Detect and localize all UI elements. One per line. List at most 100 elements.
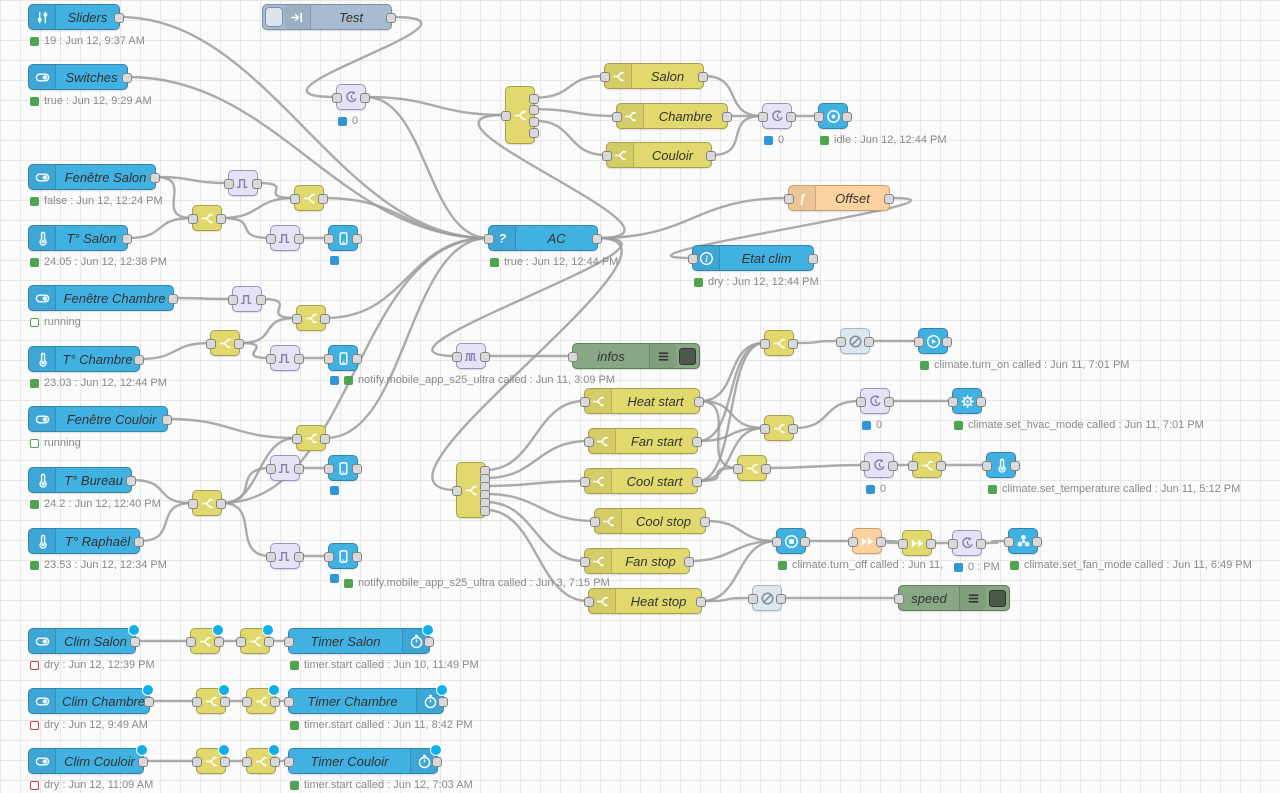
wire-swt1-to-couloir[interactable]	[533, 119, 608, 157]
input-port[interactable]	[266, 552, 276, 562]
wire-sw5-to-ac[interactable]	[324, 236, 490, 440]
node-setfan[interactable]	[1004, 528, 1042, 554]
node-t-salon[interactable]: T° Salon	[28, 225, 132, 251]
node-swb2[interactable]	[236, 624, 274, 654]
output-port[interactable]	[529, 105, 539, 116]
output-port[interactable]	[134, 537, 144, 547]
output-port[interactable]	[168, 294, 178, 304]
output-port[interactable]	[1032, 537, 1042, 547]
wire-fstop-to-turnoff[interactable]	[688, 539, 778, 563]
input-port[interactable]	[188, 499, 198, 509]
node-filt2[interactable]	[748, 585, 786, 611]
node-sw2[interactable]	[290, 185, 328, 211]
node-sw8[interactable]	[760, 415, 798, 441]
input-port[interactable]	[914, 337, 924, 347]
input-port[interactable]	[452, 486, 462, 496]
input-port[interactable]	[580, 477, 590, 487]
node-t-bureau[interactable]: T° Bureau	[28, 467, 136, 493]
node-settemp[interactable]	[982, 452, 1020, 478]
node-sw10[interactable]	[908, 452, 946, 478]
input-port[interactable]	[860, 461, 870, 471]
output-port[interactable]	[294, 234, 304, 244]
input-port[interactable]	[982, 461, 992, 471]
node-ac[interactable]: ?AC	[484, 225, 602, 251]
node-switches[interactable]: Switches	[28, 64, 132, 90]
output-port[interactable]	[976, 397, 986, 407]
output-port[interactable]	[320, 314, 330, 324]
input-port[interactable]	[501, 111, 511, 121]
output-port[interactable]	[432, 757, 442, 767]
input-port[interactable]	[324, 354, 334, 364]
input-port[interactable]	[784, 194, 794, 204]
input-port[interactable]	[332, 93, 342, 103]
node-timersalon[interactable]: Timer Salon	[284, 624, 434, 654]
node-timerchambre[interactable]: Timer Chambre	[284, 684, 448, 714]
node-mob3[interactable]	[324, 455, 362, 481]
input-port[interactable]	[580, 557, 590, 567]
output-port[interactable]	[684, 557, 694, 567]
input-port[interactable]	[600, 72, 610, 82]
node-waitstate[interactable]	[814, 103, 852, 129]
output-port[interactable]	[706, 151, 716, 161]
input-port[interactable]	[584, 597, 594, 607]
input-port[interactable]	[224, 179, 234, 189]
input-port[interactable]	[908, 461, 918, 471]
wire-sw3-to-trig4[interactable]	[238, 341, 272, 360]
output-port[interactable]	[529, 93, 539, 104]
wire-swt2-to-cstart[interactable]	[484, 479, 586, 488]
node-climcouloir[interactable]: Clim Couloir	[28, 744, 148, 774]
output-port[interactable]	[256, 295, 266, 305]
node-swb5[interactable]	[192, 744, 230, 774]
output-port[interactable]	[776, 594, 786, 604]
wire-ff1-to-ff2[interactable]	[880, 539, 904, 545]
wire-sw7-to-filt1[interactable]	[792, 339, 842, 345]
output-port[interactable]	[936, 461, 946, 471]
input-port[interactable]	[484, 234, 494, 244]
input-port[interactable]	[242, 757, 252, 767]
debug-toggle-button[interactable]	[989, 589, 1006, 607]
output-port[interactable]	[220, 697, 230, 707]
wire-hstop-to-turnoff[interactable]	[700, 539, 778, 603]
output-port[interactable]	[529, 116, 539, 127]
wire-t-raphael-to-sw6[interactable]	[138, 501, 194, 543]
wire-delay1-to-ac[interactable]	[364, 95, 490, 240]
node-cstop[interactable]: Cool stop	[590, 508, 710, 534]
wire-sw2-to-ac[interactable]	[322, 196, 490, 240]
input-port[interactable]	[760, 339, 770, 349]
output-port[interactable]	[864, 337, 874, 347]
output-port[interactable]	[976, 539, 986, 549]
wire-sw9-to-delay4[interactable]	[765, 463, 866, 470]
inject-button[interactable]	[265, 7, 283, 27]
node-trigd[interactable]	[452, 343, 490, 369]
output-port[interactable]	[788, 424, 798, 434]
node-turnon[interactable]	[914, 328, 952, 354]
wire-sw8-to-delay3[interactable]	[792, 399, 862, 430]
node-swt1[interactable]	[501, 86, 539, 144]
wire-t-salon-to-sw1[interactable]	[126, 216, 194, 240]
wire-sw3-to-sw4[interactable]	[238, 316, 298, 345]
wire-ac-to-swt2[interactable]	[431, 236, 623, 492]
node-trig1[interactable]	[224, 170, 262, 196]
node-sw6[interactable]	[188, 490, 226, 516]
output-port[interactable]	[126, 476, 136, 486]
output-port[interactable]	[788, 339, 798, 349]
output-port[interactable]	[698, 72, 708, 82]
wire-swt2-to-cstop[interactable]	[484, 492, 596, 523]
node-hstop[interactable]: Heat stop	[584, 588, 706, 614]
output-port[interactable]	[352, 464, 362, 474]
input-port[interactable]	[580, 397, 590, 407]
node-fen-chambre[interactable]: Fenêtre Chambre	[28, 285, 178, 311]
output-port[interactable]	[122, 234, 132, 244]
input-port[interactable]	[760, 424, 770, 434]
input-port[interactable]	[772, 537, 782, 547]
wire-swt2-to-hstart[interactable]	[484, 399, 586, 472]
output-port[interactable]	[162, 415, 172, 425]
output-port[interactable]	[252, 179, 262, 189]
input-port[interactable]	[568, 352, 578, 362]
output-port[interactable]	[264, 637, 274, 647]
node-timercouloir[interactable]: Timer Couloir	[284, 744, 442, 774]
node-delay2[interactable]	[758, 103, 796, 129]
node-sw1[interactable]	[188, 205, 226, 231]
